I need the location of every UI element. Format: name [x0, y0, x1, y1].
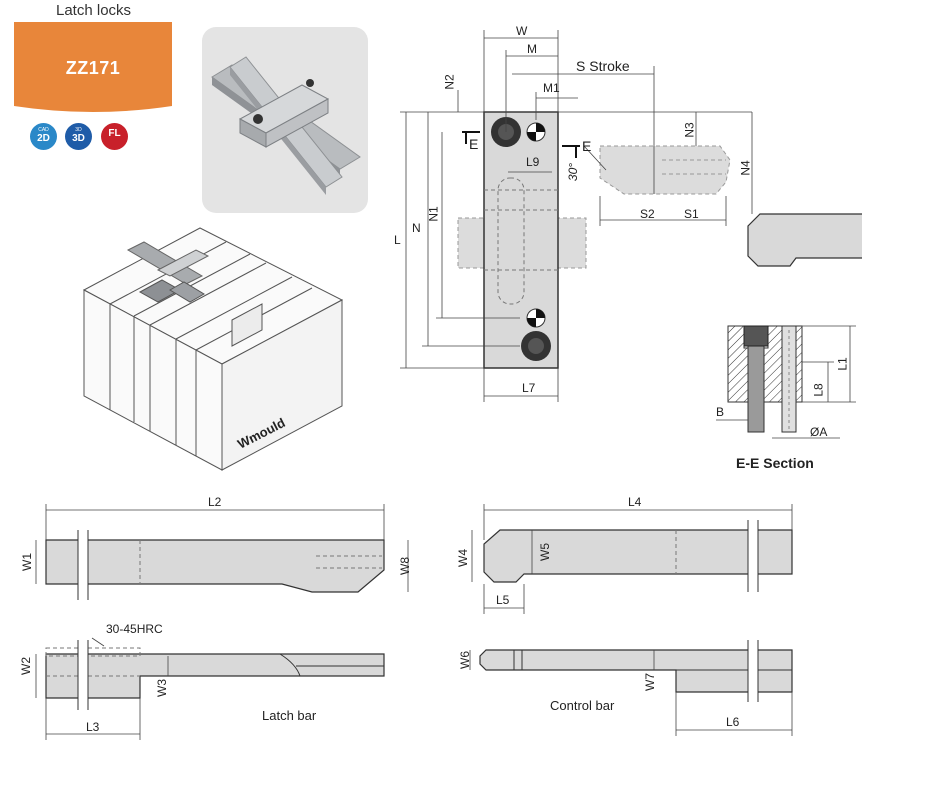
- housing-body: [483, 111, 559, 369]
- dim-angle: 30°: [566, 162, 581, 182]
- dowel-pin-bottom: [526, 308, 546, 328]
- section-mark-e-right: E: [582, 138, 592, 154]
- 3d-model-icon: 3D 3D: [65, 123, 92, 150]
- dim-l2: L2: [208, 495, 222, 509]
- dim-a: ØA: [810, 425, 828, 439]
- dim-l5: L5: [496, 593, 510, 607]
- control-bar-side: [469, 640, 793, 736]
- dim-l4: L4: [628, 495, 642, 509]
- dim-w8: W8: [398, 557, 412, 575]
- dim-w6: W6: [458, 651, 472, 669]
- fl-big: FL: [108, 128, 121, 139]
- section-mark-e-left: E: [469, 136, 479, 152]
- dim-s2: S2: [640, 207, 655, 221]
- dim-l8: L8: [811, 383, 826, 397]
- fl-icon: FL: [101, 123, 128, 150]
- dim-l7: L7: [522, 381, 536, 395]
- top-view: [400, 30, 753, 402]
- product-photo: [202, 27, 368, 213]
- dim-n3: N3: [682, 122, 697, 138]
- latch-tip-detail: [747, 213, 862, 267]
- dim-n1: N1: [426, 206, 441, 222]
- ghost-latch-bar: [599, 145, 731, 195]
- badge-shape: [14, 22, 172, 112]
- dim-l: L: [394, 233, 401, 247]
- dim-w: W: [516, 24, 528, 38]
- dim-m1: M1: [543, 81, 560, 95]
- dim-b: B: [716, 405, 725, 419]
- dim-n: N: [412, 221, 421, 235]
- cad-2d-big: 2D: [37, 133, 50, 144]
- dim-l1: L1: [835, 357, 850, 371]
- dim-w1: W1: [20, 553, 34, 571]
- dowel-pin-top: [526, 122, 546, 142]
- hardness-label: 30-45HRC: [106, 622, 163, 636]
- dim-l3: L3: [86, 720, 100, 734]
- product-badge: [14, 22, 172, 112]
- dim-n4: N4: [738, 160, 753, 176]
- dim-stroke: S Stroke: [576, 58, 630, 74]
- dim-w4: W4: [456, 549, 470, 567]
- latch-bar-title: Latch bar: [262, 708, 317, 723]
- section-title: E-E Section: [736, 455, 814, 471]
- dim-w7: W7: [643, 673, 657, 691]
- control-bar-top: [471, 504, 793, 614]
- latch-bar-side: [35, 637, 385, 740]
- page-title: Latch locks: [56, 2, 132, 19]
- dim-m: M: [527, 42, 537, 56]
- product-code: ZZ171: [65, 58, 121, 78]
- cad-2d-small: CAD: [38, 127, 49, 133]
- e-e-section: [716, 325, 856, 439]
- latch-bar-top: [35, 504, 409, 600]
- dim-w5: W5: [538, 543, 552, 561]
- 3d-big: 3D: [72, 133, 85, 144]
- dim-s1: S1: [684, 207, 699, 221]
- dim-w2: W2: [19, 657, 33, 675]
- control-bar-title: Control bar: [550, 698, 615, 713]
- dim-l9: L9: [526, 155, 540, 169]
- photo-housing: [238, 79, 330, 148]
- cad-2d-icon: CAD 2D: [30, 123, 57, 150]
- 3d-small: 3D: [75, 127, 82, 133]
- dim-w3: W3: [155, 679, 169, 697]
- latch-lock-photo: [211, 56, 361, 195]
- mould-isometric: [82, 227, 344, 471]
- dim-n2: N2: [442, 74, 457, 90]
- dim-l6: L6: [726, 715, 740, 729]
